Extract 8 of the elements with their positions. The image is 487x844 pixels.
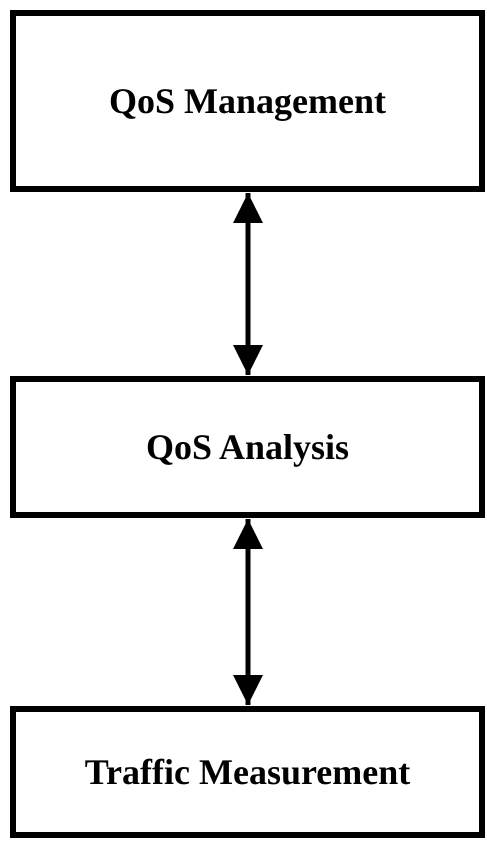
double-arrow [233,193,263,375]
process-box [10,376,485,518]
double-arrow [233,519,263,705]
box-label: QoS Management [109,80,386,123]
process-box [10,10,485,192]
process-box [10,706,485,838]
box-label: Traffic Measurement [84,750,410,794]
box-label: QoS Analysis [146,426,350,469]
